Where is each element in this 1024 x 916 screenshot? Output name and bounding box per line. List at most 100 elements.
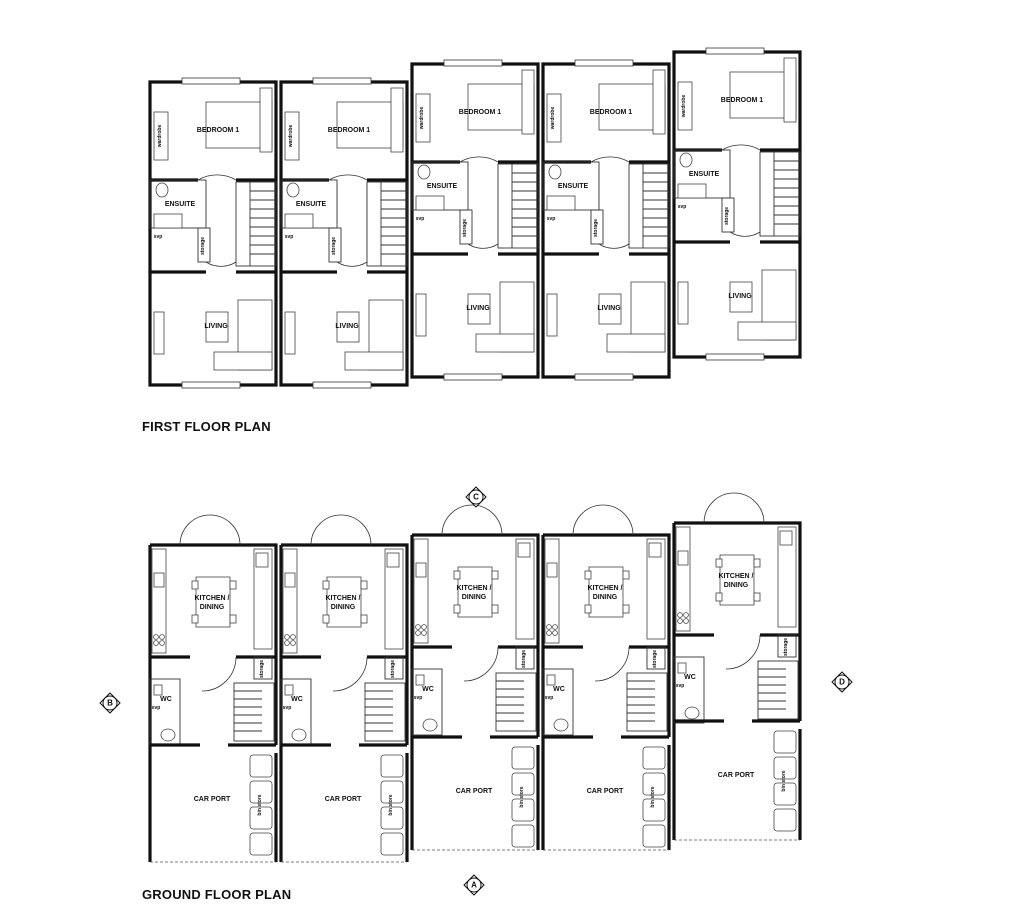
dining-table — [719, 554, 755, 606]
bin — [642, 798, 666, 822]
tv-unit — [677, 281, 689, 325]
bedroom-label: BEDROOM 1 — [328, 127, 371, 134]
chair — [715, 558, 723, 568]
wc-toilet — [684, 706, 700, 720]
hob-ring — [153, 640, 159, 646]
french-door-left — [441, 504, 473, 536]
coffee-table — [336, 311, 360, 343]
living-door — [336, 261, 368, 267]
bin — [380, 806, 404, 830]
living-door — [205, 261, 237, 267]
wardrobe-label: wardrobe — [681, 95, 687, 119]
sink — [415, 562, 427, 578]
headboard — [783, 57, 797, 123]
storage — [590, 209, 604, 245]
french-door-left — [703, 492, 735, 524]
sofa-corner — [606, 333, 666, 353]
svp-label: svp — [154, 234, 163, 240]
living-door — [729, 231, 761, 237]
section-marker-c: C — [465, 486, 487, 508]
bedroom-door — [328, 174, 368, 181]
stairs — [497, 163, 539, 249]
stairs — [366, 181, 408, 267]
section-marker-a: A — [463, 874, 485, 896]
bin — [249, 832, 273, 856]
dining-label: DINING — [724, 582, 749, 589]
hob-ring — [546, 624, 552, 630]
tv-unit — [546, 293, 558, 337]
toilet — [679, 152, 693, 168]
wardrobe — [284, 111, 300, 161]
coffee-table — [598, 293, 622, 325]
svp-label: svp — [152, 705, 161, 711]
window — [181, 381, 241, 389]
sofa-corner — [344, 351, 404, 371]
dining-label: DINING — [462, 594, 487, 601]
bin — [511, 746, 535, 770]
storage-label: storage — [259, 660, 265, 678]
kitchen-counter-right — [384, 548, 404, 650]
marker-letter: C — [473, 493, 479, 502]
kitchen-label: KITCHEN / — [326, 595, 361, 602]
bin-store-label: bin store — [519, 786, 525, 807]
sink — [153, 572, 165, 588]
stairs — [495, 672, 537, 732]
sofa-corner — [213, 351, 273, 371]
window — [181, 77, 241, 85]
car-port-label: CAR PORT — [194, 796, 231, 803]
chair — [191, 580, 199, 590]
stairs — [628, 163, 670, 249]
storage — [328, 227, 342, 263]
bedroom-door — [590, 156, 630, 163]
hob-ring — [290, 640, 296, 646]
svp-label: svp — [416, 216, 425, 222]
bin — [511, 772, 535, 796]
ensuite-label: ENSUITE — [296, 201, 327, 208]
bin — [380, 780, 404, 804]
bin — [249, 780, 273, 804]
storage — [515, 646, 535, 670]
storage — [459, 209, 473, 245]
kitchen-label: KITCHEN / — [457, 585, 492, 592]
svp-label: svp — [547, 216, 556, 222]
svp-label: svp — [285, 234, 294, 240]
sink — [284, 572, 296, 588]
headboard — [259, 87, 273, 153]
chair — [322, 614, 330, 624]
bin — [773, 808, 797, 832]
storage — [721, 197, 735, 233]
wc-toilet — [160, 728, 176, 742]
french-door-right — [209, 514, 241, 546]
storage-label: storage — [652, 650, 658, 668]
bin-store-label: bin store — [781, 770, 787, 791]
headboard — [390, 87, 404, 153]
chair — [584, 570, 592, 580]
sink — [677, 550, 689, 566]
shower — [677, 183, 707, 199]
living-label: LIVING — [597, 305, 621, 312]
chair — [491, 604, 499, 614]
svp-label: svp — [414, 695, 423, 701]
wardrobe — [546, 93, 562, 143]
fridge — [779, 530, 793, 546]
wc-basin — [415, 674, 425, 686]
storage — [384, 656, 404, 680]
svp-label: svp — [283, 705, 292, 711]
storage-label: storage — [462, 219, 468, 237]
svp-label: svp — [676, 683, 685, 689]
bin — [773, 782, 797, 806]
living-label: LIVING — [466, 305, 490, 312]
window — [705, 47, 765, 55]
storage — [197, 227, 211, 263]
tv-unit — [153, 311, 165, 355]
chair — [360, 614, 368, 624]
hob-ring — [683, 618, 689, 624]
car-port-label: CAR PORT — [718, 772, 755, 779]
headboard — [652, 69, 666, 135]
chair — [491, 570, 499, 580]
wc-room — [411, 668, 443, 736]
